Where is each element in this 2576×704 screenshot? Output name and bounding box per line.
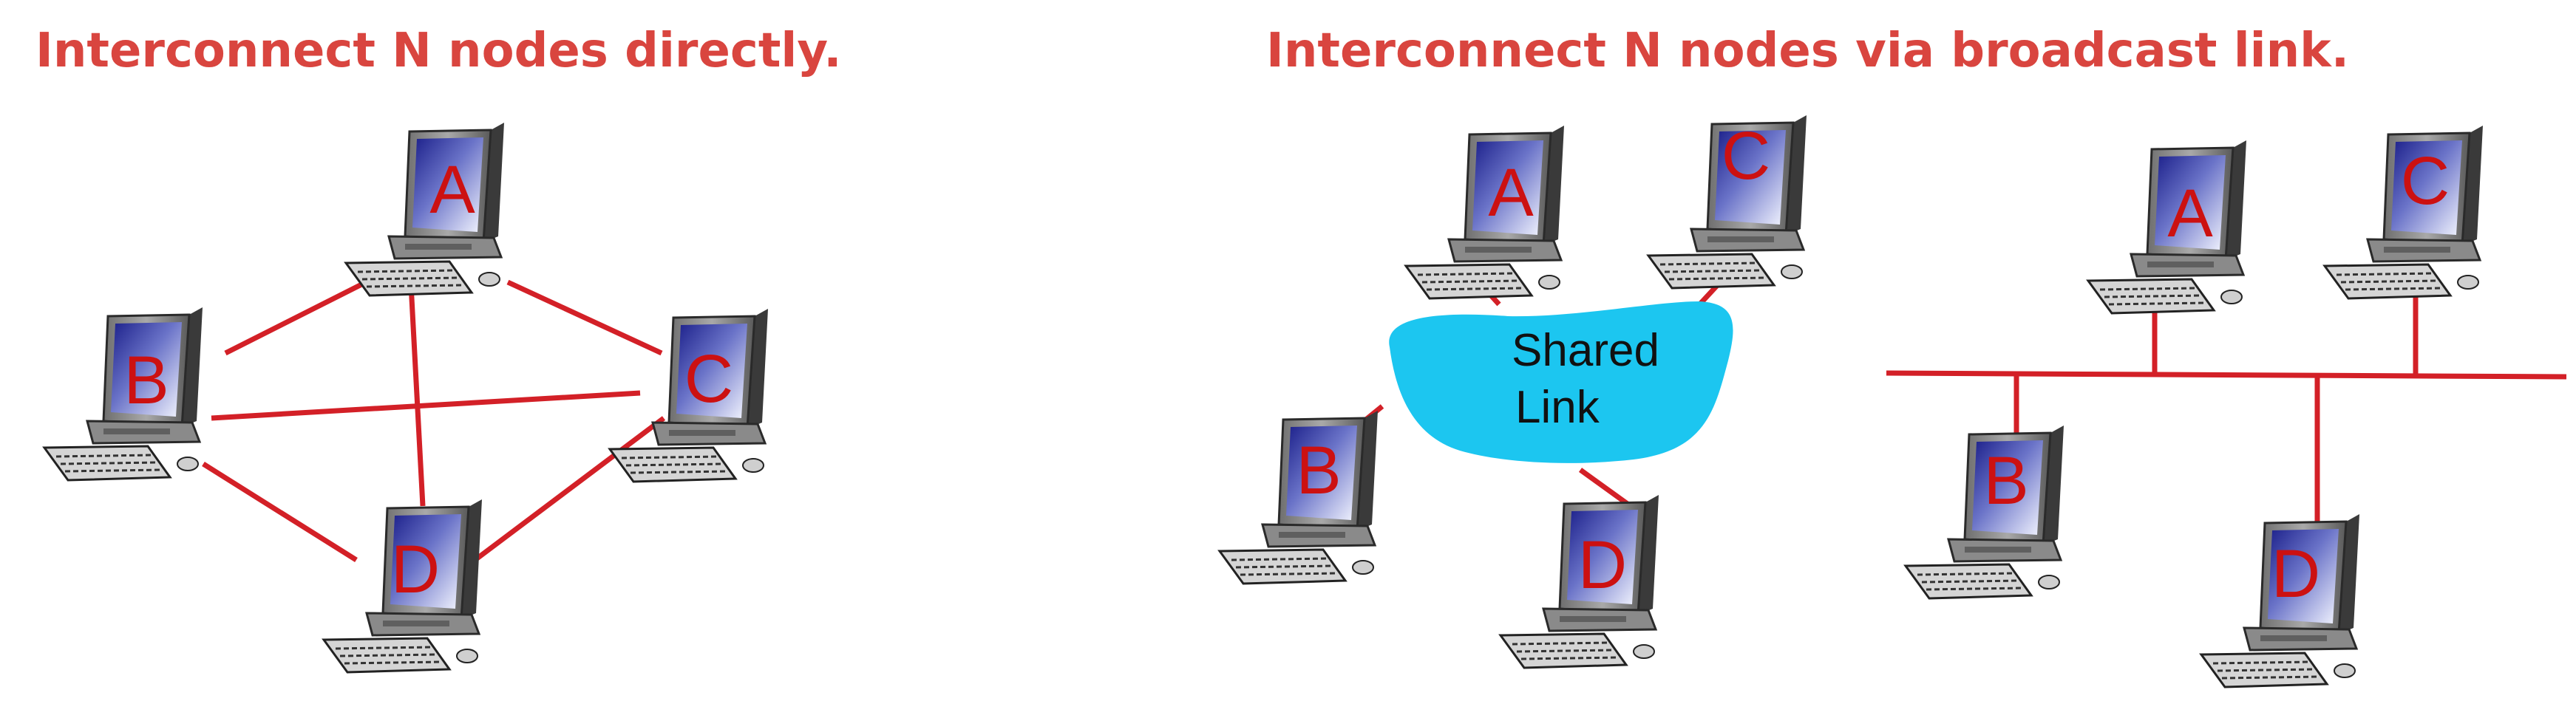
node-c-bus: C xyxy=(2323,124,2484,300)
shared-link-cloud xyxy=(1389,301,1733,463)
node-c-direct: C xyxy=(608,307,769,483)
node-label: D xyxy=(391,532,440,607)
node-d-bus: D xyxy=(2200,513,2361,688)
node-a-bus: A xyxy=(2087,139,2248,315)
node-label: A xyxy=(429,152,475,228)
node-label: B xyxy=(123,343,169,418)
node-label: B xyxy=(1983,443,2028,519)
node-a-shared: A xyxy=(1404,124,1566,300)
full-mesh-links xyxy=(202,272,666,564)
node-d-direct: D xyxy=(322,498,483,674)
node-label: D xyxy=(1578,527,1627,603)
left-panel-title: Interconnect N nodes directly. xyxy=(35,24,842,78)
cloud-label-line1: Shared xyxy=(1512,325,1659,376)
right-panel-title: Interconnect N nodes via broadcast link. xyxy=(1266,24,2350,78)
link-a-b xyxy=(224,272,382,356)
link-a-c xyxy=(506,279,663,356)
node-d-shared: D xyxy=(1499,493,1660,669)
link-b-d xyxy=(202,462,358,562)
node-b-shared: B xyxy=(1218,409,1379,585)
node-label: C xyxy=(1722,118,1770,194)
node-label: D xyxy=(2271,536,2320,612)
node-label: B xyxy=(1296,433,1341,508)
link-a-d xyxy=(408,284,426,507)
link-b-c xyxy=(211,390,641,421)
node-b-direct: B xyxy=(43,306,204,482)
node-b-bus: B xyxy=(1904,424,2065,600)
node-label: C xyxy=(2401,143,2450,219)
bus-line xyxy=(1886,370,2567,380)
cloud-label-line2: Link xyxy=(1515,382,1600,433)
node-a-direct: A xyxy=(344,121,506,297)
node-label: A xyxy=(1488,155,1534,230)
link-c-d xyxy=(471,416,666,564)
node-label: A xyxy=(2167,176,2213,251)
node-label: C xyxy=(684,341,733,417)
node-c-shared: C xyxy=(1647,114,1808,290)
